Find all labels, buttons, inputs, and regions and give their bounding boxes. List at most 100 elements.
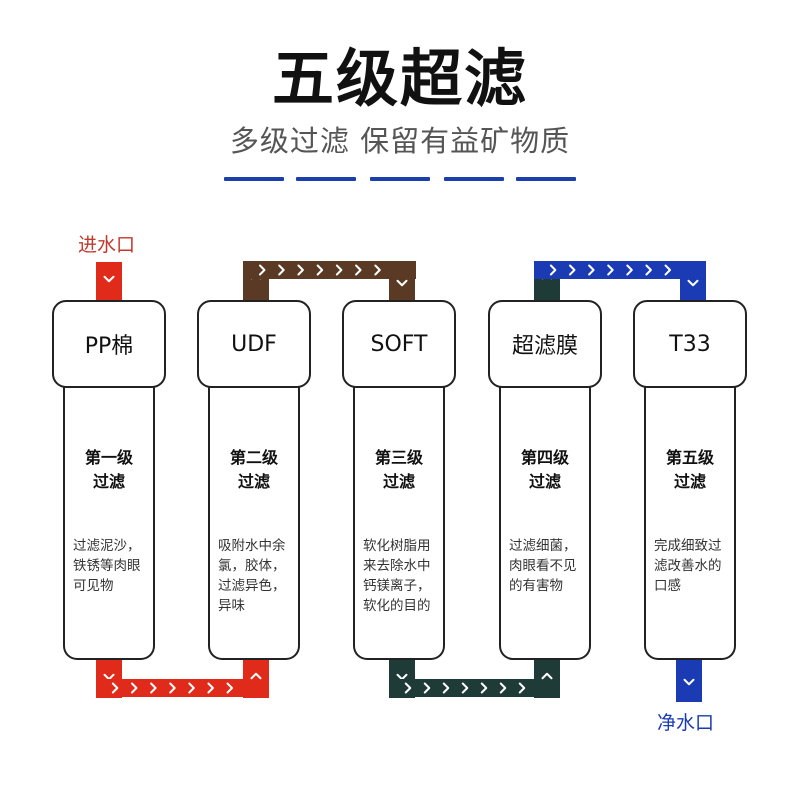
flow-arrow-icon — [297, 264, 304, 276]
desc-line: 滤改善水的 — [654, 558, 722, 574]
flow-arrow-icon — [258, 264, 266, 276]
desc-line: 钙镁离子， — [363, 578, 431, 594]
desc-line: 软化的目的 — [363, 598, 431, 614]
filter-description: 过滤细菌， 肉眼看不见的有害物 — [509, 536, 585, 596]
filter-name: T33 — [669, 331, 711, 357]
stage-word: 过滤 — [673, 472, 706, 491]
filter-description: 完成细致过滤改善水的口感 — [654, 536, 730, 596]
stage-label: 第一级过滤 — [65, 446, 153, 494]
flow-arrow-icon — [588, 264, 595, 276]
flow-arrow-icon — [207, 682, 214, 694]
desc-line: 氯，胶体， — [218, 558, 286, 574]
flow-arrow-icon — [607, 264, 614, 276]
desc-line: 软化树脂用 — [363, 538, 431, 554]
stage-word: 过滤 — [528, 472, 561, 491]
pipe-segment — [243, 261, 416, 279]
flow-arrow-icon — [423, 682, 431, 694]
flow-arrow-icon — [645, 264, 652, 276]
filter-cap-pp: PP棉 — [52, 300, 166, 388]
flow-arrow-icon — [664, 264, 672, 276]
pipe-segment — [96, 679, 268, 697]
flow-arrow-icon — [518, 682, 526, 694]
desc-line: 的有害物 — [509, 578, 563, 594]
desc-line: 可见物 — [73, 578, 114, 594]
filter-cap-t33: T33 — [633, 300, 747, 388]
filter-cap-soft: SOFT — [342, 300, 456, 388]
desc-line: 过滤细菌， — [509, 538, 577, 554]
flow-arrow-icon — [130, 682, 138, 694]
desc-line: 过滤异色， — [218, 578, 286, 594]
pipe-segment — [676, 660, 702, 702]
pipe-segment — [680, 262, 706, 300]
flow-arrow-icon — [549, 264, 557, 276]
desc-line: 异味 — [218, 598, 245, 614]
filter-name: UDF — [231, 331, 277, 357]
desc-line: 来去除水中 — [363, 558, 431, 574]
flow-arrow-icon — [150, 682, 157, 694]
pipe-segment — [534, 261, 706, 279]
divider-dash — [224, 177, 284, 181]
filter-body-soft: 第三级过滤 软化树脂用来去除水中钙镁离子， 软化的目的 — [353, 386, 445, 660]
stage-word: 过滤 — [92, 472, 125, 491]
desc-line: 口感 — [654, 578, 681, 594]
flow-arrow-icon — [499, 682, 507, 694]
desc-line: 吸附水中余 — [218, 538, 286, 554]
flow-arrow-icon — [316, 264, 324, 276]
stage-word: 过滤 — [237, 472, 270, 491]
stage-number: 第五级 — [665, 448, 714, 467]
flow-arrow-icon — [111, 682, 119, 694]
filter-body-udf: 第二级过滤 吸附水中余氯，胶体， 过滤异色， 异味 — [208, 386, 300, 660]
divider-dash — [516, 177, 576, 181]
filter-name: PP棉 — [84, 334, 134, 359]
flow-arrow-icon — [226, 682, 234, 694]
pipe-segment — [389, 262, 415, 300]
filter-body-uf-membrane: 第四级过滤 过滤细菌， 肉眼看不见的有害物 — [499, 386, 591, 660]
filter-cap-udf: UDF — [197, 300, 311, 388]
pipe-segment — [534, 660, 560, 698]
desc-line: 肉眼看不见 — [509, 558, 577, 574]
pipe-segment — [243, 660, 269, 698]
stage-word: 过滤 — [382, 472, 415, 491]
stage-number: 第一级 — [84, 448, 133, 467]
filter-description: 吸附水中余氯，胶体， 过滤异色， 异味 — [218, 536, 294, 616]
filter-body-pp: 第一级过滤 过滤泥沙， 铁锈等肉眼可见物 — [63, 386, 155, 660]
stage-label: 第三级过滤 — [355, 446, 443, 494]
stage-label: 第四级过滤 — [501, 446, 589, 494]
flow-arrow-icon — [687, 279, 699, 287]
desc-line: 铁锈等肉眼 — [73, 558, 141, 574]
divider-dash — [296, 177, 356, 181]
filter-description: 软化树脂用来去除水中钙镁离子， 软化的目的 — [363, 536, 439, 616]
divider-dash — [444, 177, 504, 181]
flow-arrow-icon — [626, 264, 633, 276]
flow-arrow-icon — [568, 264, 576, 276]
flow-arrow-icon — [442, 682, 450, 694]
flow-arrow-icon — [335, 264, 343, 276]
flow-arrow-icon — [169, 682, 176, 694]
divider-dash — [370, 177, 430, 181]
stage-label: 第五级过滤 — [646, 446, 734, 494]
inlet-label: 进水口 — [78, 234, 136, 256]
flow-arrow-icon — [374, 264, 381, 276]
flow-arrow-icon — [188, 682, 195, 694]
pipe-segment — [389, 679, 560, 697]
page-title: 五级超滤 — [271, 42, 528, 115]
stage-label: 第二级过滤 — [210, 446, 298, 494]
flow-arrow-icon — [396, 279, 408, 287]
stage-number: 第三级 — [374, 448, 423, 467]
stage-number: 第二级 — [229, 448, 278, 467]
outlet-label: 净水口 — [657, 712, 715, 734]
flow-arrow-icon — [278, 264, 285, 276]
flow-arrow-icon — [541, 672, 553, 680]
stage-number: 第四级 — [520, 448, 569, 467]
flow-arrow-icon — [683, 678, 695, 686]
filter-name: SOFT — [370, 331, 428, 357]
flow-arrow-icon — [404, 682, 412, 694]
flow-arrow-icon — [480, 682, 488, 694]
flow-arrow-icon — [355, 264, 362, 276]
filter-description: 过滤泥沙， 铁锈等肉眼可见物 — [73, 536, 149, 596]
desc-line: 过滤泥沙， — [73, 538, 141, 554]
filter-name: 超滤膜 — [511, 334, 578, 359]
desc-line: 完成细致过 — [654, 538, 722, 554]
filter-body-t33: 第五级过滤 完成细致过滤改善水的口感 — [644, 386, 736, 660]
